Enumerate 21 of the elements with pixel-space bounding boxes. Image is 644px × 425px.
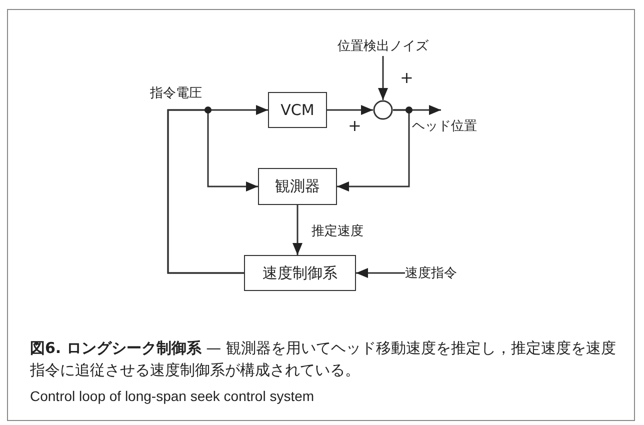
block-box [244,255,356,291]
arrow [337,109,410,192]
figure-caption: 図6. ロングシーク制御系 — 観測器を用いてヘッド移動速度を推定し，推定速度を速度指令に追従させる速度制御系が構成されている。 [30,338,617,381]
block-box [258,168,337,205]
signal-label: 指令電圧 [150,86,202,101]
block-box [268,92,327,128]
sign-label: + [348,116,362,135]
sign-label: + [400,68,414,87]
block-label: ヘッド位置 [412,118,477,135]
arrow [378,56,388,100]
arrow [356,268,405,278]
edge-label: 推定速度 [312,224,364,239]
block-label: VCM [280,101,314,119]
english-caption: Control loop of long-span seek control system [30,388,314,404]
block-label: 速度制御系 [262,264,338,282]
arrow [327,105,373,115]
arrow [292,205,302,255]
block-label: 速度指令 [405,265,457,282]
block-label: 位置検出ノイズ [338,38,428,55]
block-label: 観測器 [275,177,320,196]
summing-junction [373,100,393,120]
